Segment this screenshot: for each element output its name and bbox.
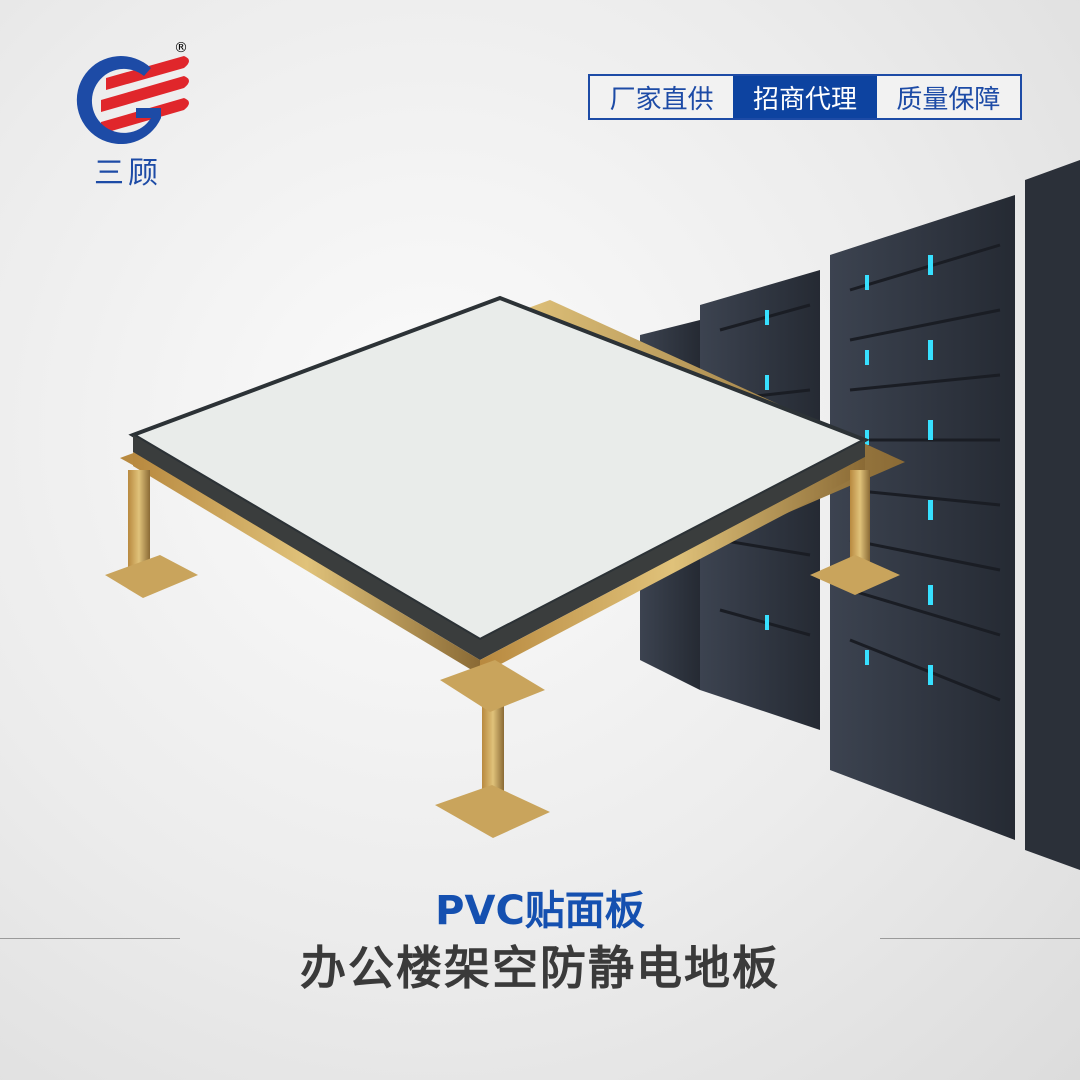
product-title: 办公楼架空防静电地板 — [300, 941, 780, 995]
brand-logo: ® — [66, 38, 196, 188]
tag-factory-direct: 厂家直供 — [609, 84, 714, 115]
tag-agency: 招商代理 — [733, 76, 877, 118]
registered-mark: ® — [174, 40, 188, 56]
tag-quality: 质量保障 — [896, 84, 1001, 115]
divider-right — [880, 938, 1080, 939]
raised-floor-panel — [105, 295, 905, 838]
brand-name: 三顾 — [94, 156, 162, 191]
divider-left — [0, 938, 180, 939]
feature-tags: 厂家直供 招商代理 质量保障 — [588, 74, 1022, 120]
product-subtitle: PVC贴面板 — [435, 888, 645, 934]
